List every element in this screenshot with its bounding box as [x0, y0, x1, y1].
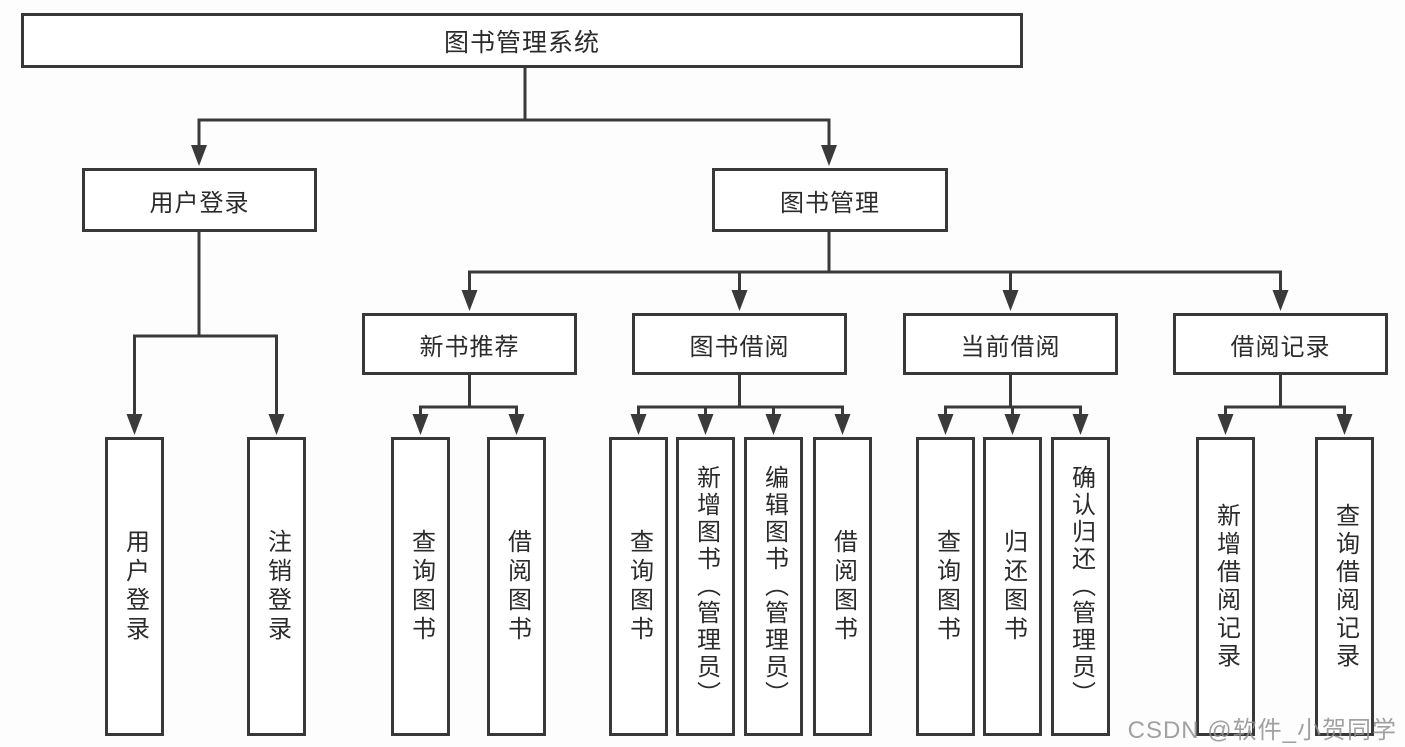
leaf-current-return-books: 归还图书: [983, 437, 1042, 736]
leaf-newbook-query-books: 查询图书: [391, 437, 450, 736]
leaf-record-query-borrow-record: 查询借阅记录: [1315, 437, 1374, 736]
node-new-book-recommend: 新书推荐: [362, 313, 577, 375]
leaf-user-login: 用户登录: [105, 437, 164, 736]
node-book-management: 图书管理: [712, 168, 948, 232]
csdn-watermark: CSDN @软件_小贺同学: [1127, 717, 1397, 744]
leaf-borrow-borrow-books: 借阅图书: [813, 437, 872, 736]
leaf-borrow-query-books: 查询图书: [609, 437, 668, 736]
leaf-newbook-borrow-books: 借阅图书: [487, 437, 546, 736]
node-book-borrow: 图书借阅: [632, 313, 847, 375]
leaf-logout-login: 注销登录: [247, 437, 306, 736]
node-current-borrow: 当前借阅: [903, 313, 1118, 375]
node-user-login: 用户登录: [82, 168, 317, 232]
leaf-borrow-edit-books-admin: 编辑图书（管理员）: [744, 437, 803, 736]
node-library-management-system: 图书管理系统: [21, 13, 1023, 68]
node-borrow-record: 借阅记录: [1173, 313, 1388, 375]
leaf-record-add-borrow-record: 新增借阅记录: [1196, 437, 1255, 736]
leaf-current-query-books: 查询图书: [916, 437, 975, 736]
leaf-borrow-add-books-admin: 新增图书（管理员）: [676, 437, 735, 736]
leaf-current-confirm-return-admin: 确认归还（管理员）: [1051, 437, 1110, 736]
